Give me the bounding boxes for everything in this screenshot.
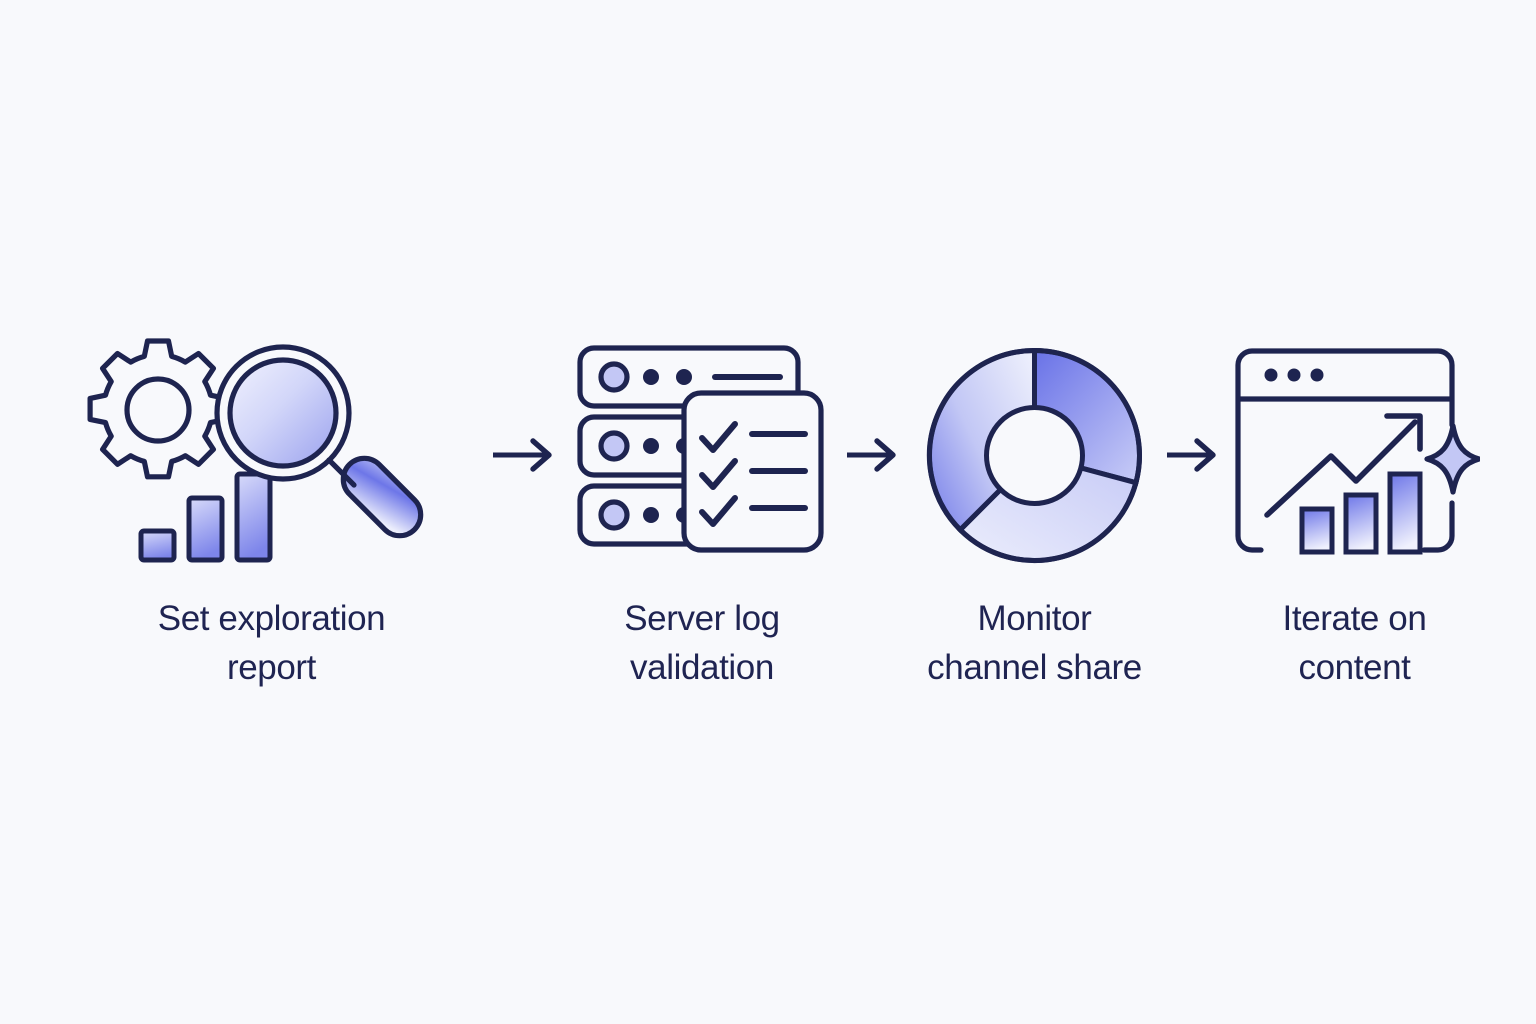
bar-chart-icon xyxy=(1299,471,1422,554)
checklist-card-icon xyxy=(681,390,824,553)
step-4-label: Iterate on content xyxy=(1282,599,1427,687)
step-3-label: Monitor channel share xyxy=(927,599,1142,687)
arrow-2-to-3 xyxy=(840,330,910,580)
arrow-3-to-4 xyxy=(1160,330,1230,580)
step-3-monitor-channel-share[interactable]: Monitor channel share xyxy=(910,330,1160,692)
step-2-label: Server log validation xyxy=(624,599,780,687)
step-3-icon xyxy=(922,330,1147,580)
arrow-right-icon xyxy=(1166,438,1216,472)
magnifier-icon xyxy=(213,344,423,539)
step-4-iterate-on-content[interactable]: Iterate on content xyxy=(1230,330,1480,692)
browser-window-icon xyxy=(1234,347,1455,553)
arrow-right-icon xyxy=(492,438,552,472)
gear-icon xyxy=(87,338,228,480)
donut-chart-icon xyxy=(926,347,1142,563)
server-stack-checklist-icon xyxy=(577,345,824,553)
browser-analytics-icon xyxy=(1234,347,1480,554)
arrow-right-icon xyxy=(846,438,896,472)
step-2-icon xyxy=(572,330,832,580)
arrow-1-to-2 xyxy=(487,330,565,580)
step-1-icon xyxy=(72,330,472,580)
step-1-label: Set exploration report xyxy=(157,599,386,687)
sparkle-icon xyxy=(1423,422,1480,495)
step-4-icon xyxy=(1230,330,1480,580)
bar-chart-icon xyxy=(138,471,272,563)
step-2-server-log-validation[interactable]: Server log validation xyxy=(565,330,840,692)
step-1-set-exploration-report[interactable]: Set exploration report xyxy=(57,330,487,692)
gear-bars-magnifier-icon xyxy=(87,338,423,563)
process-flow: Set exploration report xyxy=(0,330,1536,692)
trend-arrow-icon xyxy=(1263,412,1423,518)
